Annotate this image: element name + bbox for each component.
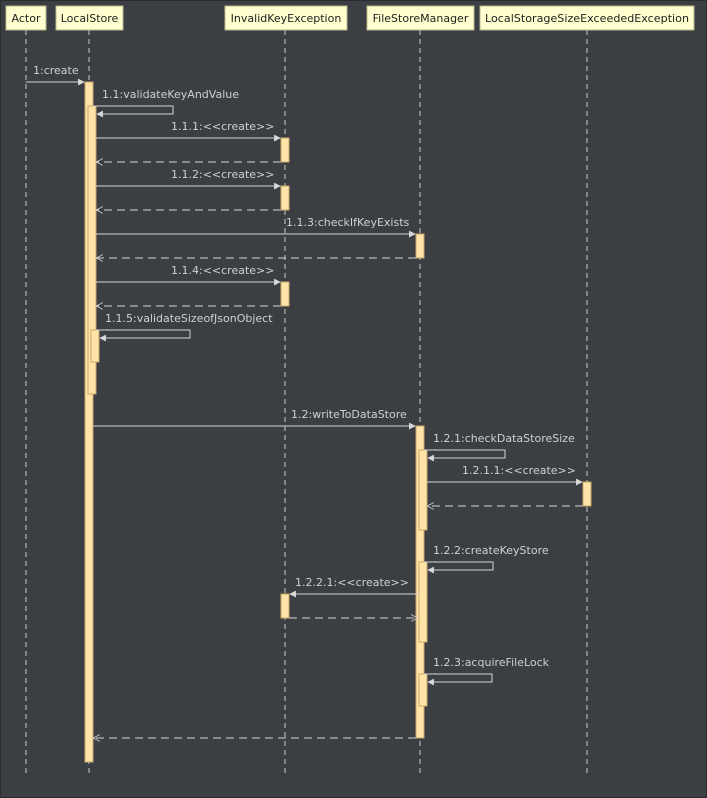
- message-label: 1.1.2:<<create>>: [171, 168, 274, 181]
- participant-filestore: FileStoreManager: [366, 5, 475, 31]
- message-arrow: [424, 673, 493, 686]
- activation-acquire-lock: [418, 673, 428, 707]
- message-label: 1.1.4:<<create>>: [171, 264, 274, 277]
- message-m1_2_2_1: 1.2.2.1:<<create>>: [289, 576, 419, 598]
- activation-validate-size: [90, 329, 100, 363]
- participant-label: LocalStore: [61, 12, 119, 25]
- message-label: 1.2.1.1:<<create>>: [462, 464, 576, 477]
- message-label: 1.1.3:checkIfKeyExists: [286, 216, 410, 229]
- message-m1_2_1: 1.2.1:checkDataStoreSize: [424, 432, 575, 462]
- message-arrow: [96, 329, 191, 342]
- message-m1_2_1_1: 1.2.1.1:<<create>>: [427, 464, 583, 486]
- message-label: 1.2.2:createKeyStore: [433, 544, 549, 557]
- participant-localstore: LocalStore: [55, 5, 124, 31]
- message-m1_2_2: 1.2.2:createKeyStore: [424, 544, 549, 574]
- participant-label: Actor: [12, 12, 41, 25]
- participant-box: [479, 5, 695, 31]
- activation-invalidkey-3: [280, 281, 290, 307]
- activation-filestore-check: [415, 233, 425, 259]
- activation-check-size: [418, 449, 428, 531]
- message-label: 1.1:validateKeyAndValue: [102, 88, 239, 101]
- activation-invalidkey-4: [280, 593, 290, 619]
- participant-label: InvalidKeyException: [231, 12, 342, 25]
- activation-sizeexceeded: [582, 481, 592, 507]
- activation-invalidkey-2: [280, 185, 290, 211]
- message-label: 1:create: [33, 64, 79, 77]
- message-m1_1: 1.1:validateKeyAndValue: [93, 88, 239, 118]
- message-m1_2: 1.2:writeToDataStore: [93, 408, 416, 430]
- message-arrow: [93, 105, 174, 118]
- participant-label: LocalStorageSizeExceededException: [485, 12, 689, 25]
- message-arrow: [424, 561, 494, 574]
- message-label: 1.2.2.1:<<create>>: [295, 576, 409, 589]
- message-label: 1.1.5:validateSizeofJsonObject: [105, 312, 273, 325]
- activations: [84, 81, 592, 763]
- participant-actor: Actor: [5, 5, 47, 31]
- message-m1_1_3: 1.1.3:checkIfKeyExists: [96, 216, 416, 238]
- activation-validate: [87, 105, 97, 395]
- activation-invalidkey-1: [280, 137, 290, 163]
- message-m1: 1:create: [26, 64, 85, 86]
- participant-box: [366, 5, 475, 31]
- message-m1_2_3: 1.2.3:acquireFileLock: [424, 656, 550, 686]
- participant-box: [5, 5, 47, 31]
- message-label: 1.2.1:checkDataStoreSize: [433, 432, 575, 445]
- message-label: 1.1.1:<<create>>: [171, 120, 274, 133]
- message-m1_1_5: 1.1.5:validateSizeofJsonObject: [96, 312, 273, 342]
- participant-box: [55, 5, 124, 31]
- message-m1_1_2: 1.1.2:<<create>>: [96, 168, 281, 190]
- participant-label: FileStoreManager: [373, 12, 469, 25]
- message-arrow: [424, 449, 506, 462]
- participant-invalidkey: InvalidKeyException: [224, 5, 348, 31]
- activation-create-keystore: [418, 561, 428, 643]
- participant-sizeexceeded: LocalStorageSizeExceededException: [479, 5, 695, 31]
- message-m1_1_4: 1.1.4:<<create>>: [96, 264, 281, 286]
- activation-localstore: [84, 81, 94, 763]
- participant-box: [224, 5, 348, 31]
- message-label: 1.2:writeToDataStore: [291, 408, 407, 421]
- message-label: 1.2.3:acquireFileLock: [433, 656, 550, 669]
- message-m1_1_1: 1.1.1:<<create>>: [96, 120, 281, 142]
